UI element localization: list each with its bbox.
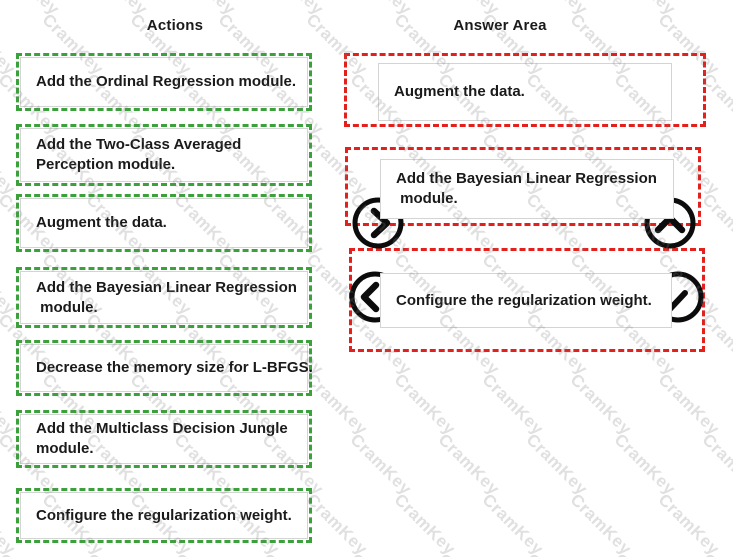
watermark-text: CramKey	[566, 490, 636, 557]
action-item-bayesian-linear-regression[interactable]: Add the Bayesian Linear Regression modul…	[16, 267, 312, 328]
watermark-text: CramKey	[346, 430, 416, 499]
answer-chip-label: Augment the data.	[394, 83, 525, 100]
watermark-text: CramKey	[522, 430, 592, 499]
watermark-text: CramKey	[390, 490, 460, 557]
action-item-surface: Add the Two-Class Averaged Perception mo…	[20, 128, 308, 182]
answer-chip-bayesian-linear-regression[interactable]: Add the Bayesian Linear Regression modul…	[380, 159, 674, 219]
watermark-text: CramKey	[434, 430, 504, 499]
action-item-surface: Add the Multiclass Decision Jungle modul…	[20, 414, 308, 464]
action-item-augment-data[interactable]: Augment the data.	[16, 194, 312, 252]
watermark-text: CramKey	[610, 0, 680, 19]
action-item-decrease-memory-lbfgs[interactable]: Decrease the memory size for L-BFGS.	[16, 340, 313, 396]
action-item-label: Add the Two-Class Averaged Perception mo…	[36, 136, 242, 173]
watermark-text: CramKey	[478, 490, 548, 557]
watermark-text: CramKey	[478, 370, 548, 439]
watermark-text: CramKey	[698, 0, 733, 19]
watermark-text: CramKey	[522, 550, 592, 557]
action-item-surface: Decrease the memory size for L-BFGS.	[20, 344, 313, 392]
watermark-text: CramKey	[566, 370, 636, 439]
answer-chip-augment-data[interactable]: Augment the data.	[378, 63, 672, 121]
watermark-text: CramKey	[258, 550, 328, 557]
action-item-label: Add the Ordinal Regression module.	[36, 73, 297, 90]
watermark-text: CramKey	[610, 430, 680, 499]
answer-slot-2[interactable]	[345, 147, 701, 226]
watermark-text: CramKey	[434, 550, 504, 557]
watermark-text: CramKey	[390, 370, 460, 439]
answer-chip-label: Configure the regularization weight.	[396, 291, 652, 309]
action-item-configure-regularization-weight[interactable]: Configure the regularization weight.	[16, 488, 312, 543]
action-item-two-class-averaged-perception[interactable]: Add the Two-Class Averaged Perception mo…	[16, 124, 312, 186]
watermark-text: CramKey	[698, 550, 733, 557]
watermark-text: CramKey	[170, 550, 240, 557]
watermark-text: CramKey	[0, 0, 63, 19]
watermark-text: CramKey	[302, 490, 372, 557]
watermark-text: CramKey	[654, 490, 724, 557]
watermark-text: CramKey	[654, 370, 724, 439]
answer-slot-1[interactable]	[344, 53, 706, 127]
answer-area-column-header: Answer Area	[453, 17, 547, 34]
action-item-ordinal-regression[interactable]: Add the Ordinal Regression module.	[16, 53, 312, 111]
action-item-surface: Add the Ordinal Regression module.	[20, 57, 308, 107]
action-item-surface: Augment the data.	[20, 198, 308, 248]
answer-chip-label: Add the Bayesian Linear Regression modul…	[396, 170, 657, 207]
action-item-surface: Configure the regularization weight.	[20, 492, 308, 539]
watermark-text: CramKey	[346, 550, 416, 557]
chevron-right-icon[interactable]	[350, 195, 406, 251]
watermark-text: CramKey	[610, 550, 680, 557]
action-item-surface: Add the Bayesian Linear Regression modul…	[20, 271, 308, 324]
action-item-label: Add the Bayesian Linear Regression modul…	[36, 278, 297, 316]
watermark-text: CramKey	[698, 430, 733, 499]
action-item-label: Decrease the memory size for L-BFGS.	[36, 359, 313, 376]
watermark-text: CramKey	[82, 550, 152, 557]
watermark-text: CramKey	[0, 550, 63, 557]
action-item-label: Augment the data.	[36, 214, 167, 231]
action-item-label: Add the Multiclass Decision Jungle modul…	[36, 420, 288, 457]
answer-chip-configure-regularization-weight[interactable]: Configure the regularization weight.	[380, 273, 672, 328]
actions-column-header: Actions	[146, 17, 204, 34]
action-item-multiclass-decision-jungle[interactable]: Add the Multiclass Decision Jungle modul…	[16, 410, 312, 468]
action-item-label: Configure the regularization weight.	[36, 506, 292, 524]
watermark-text: CramKey	[302, 370, 372, 439]
